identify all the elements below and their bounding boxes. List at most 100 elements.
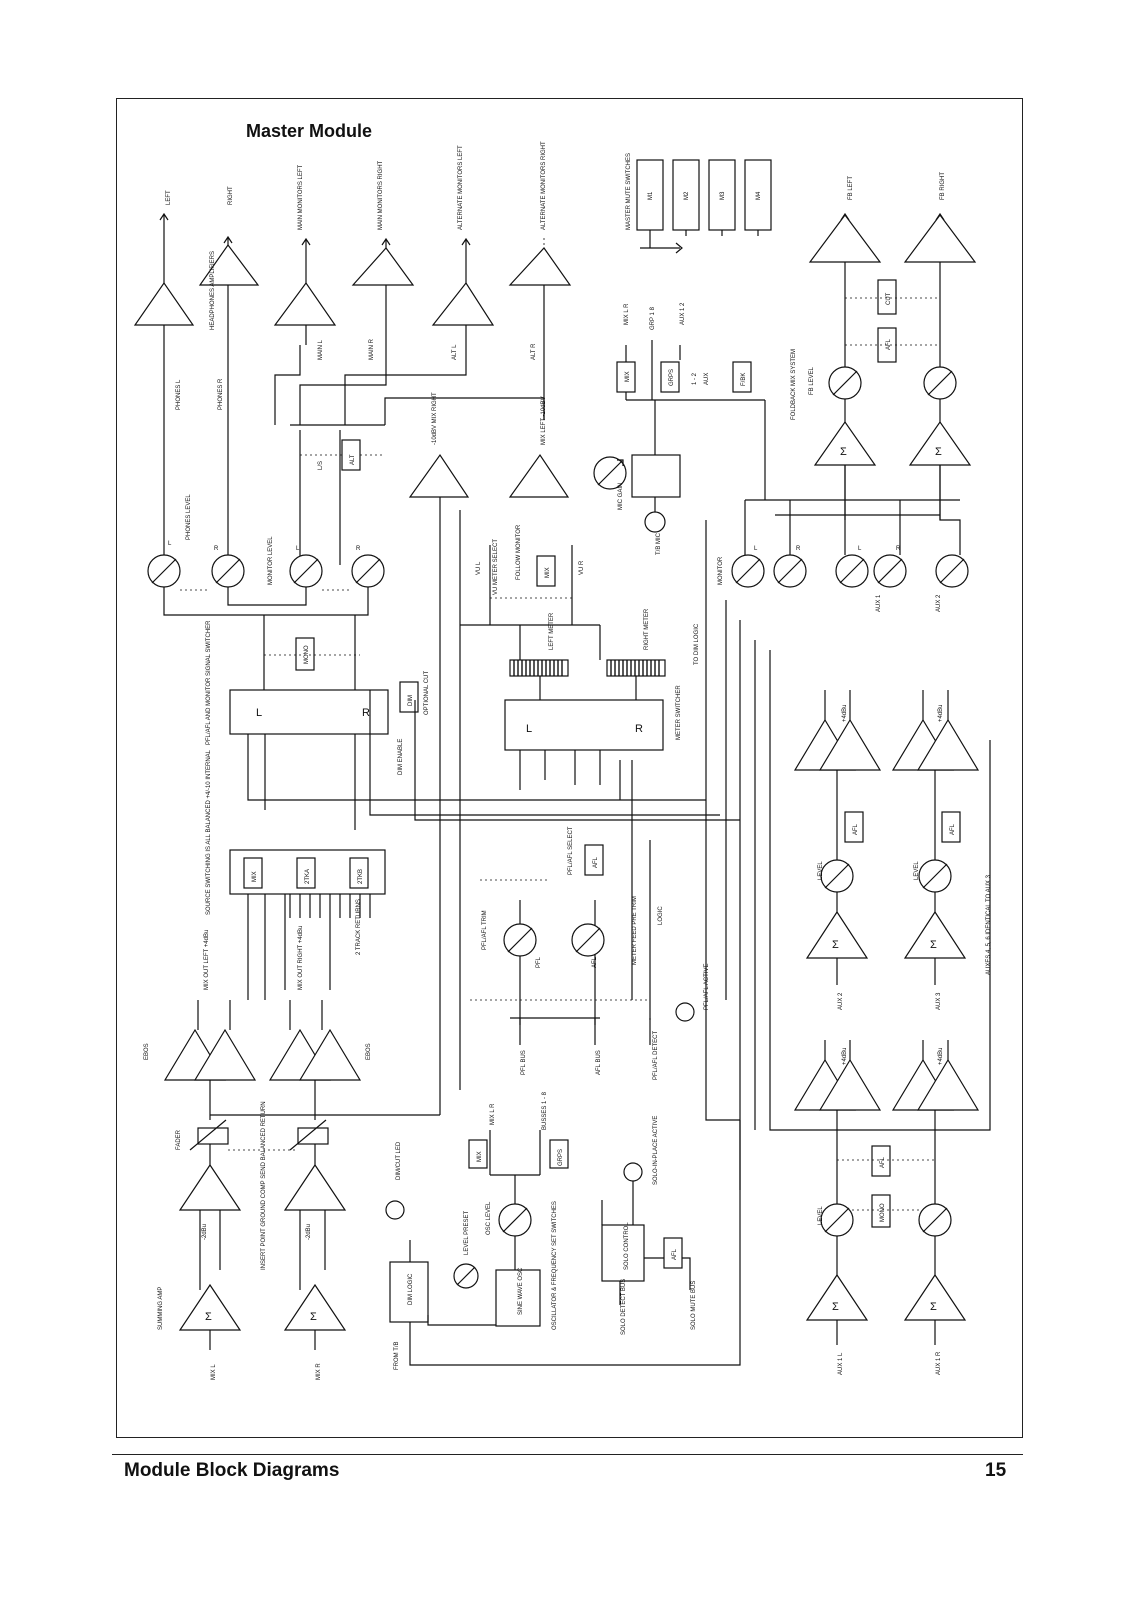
box-pfl-afl-monitor-switcher (229, 689, 389, 735)
diagram-line (705, 520, 991, 1190)
label-osc-level: OSC LEVEL (486, 1201, 492, 1235)
sum-fb-right (908, 420, 972, 466)
label-mono: MONO (304, 645, 310, 664)
label-pfl: PFL (536, 956, 542, 968)
diagram-line (163, 587, 369, 616)
label-dim-cut-led: DIM/CUT LED (396, 1141, 402, 1180)
diagram-line (735, 558, 965, 584)
label-main-monitors-right: MAIN MONITORS RIGHT (378, 160, 384, 230)
diagram-line (824, 1040, 949, 1204)
label-pfl-bus: PFL BUS (521, 1050, 527, 1075)
label-l: L (526, 723, 532, 735)
button-fb-cut (877, 279, 897, 315)
sum-aux1l (805, 1273, 869, 1321)
label-mix-right-10: -10dBV MIX RIGHT (432, 392, 438, 445)
label-pfl-afl-select: PFL/AFL SELECT (568, 826, 574, 875)
sum-aux3 (903, 910, 967, 959)
diagram-line (824, 863, 948, 889)
wire-main-left-out (301, 237, 311, 285)
master-mute-switch-group: M1 M2 M3 M4 (636, 159, 772, 254)
label-minus2dbu: -2dBu (202, 1224, 208, 1240)
diagram-line (649, 230, 759, 248)
mute-switch-m1 (636, 159, 664, 231)
label-sigma: Σ (205, 1311, 212, 1323)
label-afl: AFL (880, 1156, 886, 1168)
label-r: R (796, 546, 801, 552)
label-monitor: MONITOR (718, 556, 724, 585)
label-meter-feed-pre-trim: METER FEED PRE TRIM (632, 896, 638, 965)
page-number: 15 (985, 1460, 1007, 1481)
label-osc-freq-switches: OSCILLATOR & FREQUENCY SET SWITCHES (552, 1201, 558, 1330)
label-ebos: EBOS (366, 1043, 372, 1060)
label-pfl-afl-trim: PFL/AFL TRIM (482, 910, 488, 950)
talkback-preamp-box (631, 454, 681, 498)
label-alt-monitors-right: ALTERNATE MONITORS RIGHT (541, 141, 547, 230)
fader-right (297, 1127, 329, 1145)
diagram-line (460, 624, 601, 660)
label-two-track-returns: 2 TRACK RETURNS (356, 899, 362, 955)
summing-amp-left (178, 1283, 242, 1331)
label-aux-12: AUX 1 2 (680, 302, 686, 325)
label-solo-control: SOLO CONTROL (624, 1222, 630, 1270)
label-sigma: Σ (930, 939, 937, 951)
diagram-line (489, 1130, 541, 1205)
diagram-line (597, 459, 624, 486)
label-phones-level: PHONES LEVEL (186, 494, 192, 540)
label-mix-btn: MIX (545, 567, 551, 578)
label-level: LEVEL (914, 861, 920, 880)
label-ebos: EBOS (144, 1043, 150, 1060)
diagram-line (626, 399, 766, 460)
label-fb-level: FB LEVEL (809, 366, 815, 395)
label-cut: CUT (886, 292, 892, 305)
button-aux1-afl (871, 1145, 891, 1177)
mute-m2-label: M2 (684, 191, 690, 200)
diagram-line (510, 1017, 651, 1045)
diagram-line (513, 660, 660, 676)
button-source-2tka (296, 857, 316, 889)
button-dim (399, 681, 419, 713)
button-aux2-afl (844, 811, 864, 843)
label-aux-3-in: AUX 3 (936, 992, 942, 1010)
label-master-mute-switches: MASTER MUTE SWITCHES (626, 153, 632, 230)
label-phones-left: LEFT (166, 190, 172, 205)
fader-left (197, 1127, 229, 1145)
led-solo-in-place (623, 1162, 643, 1182)
label-pfl-afl-detect: PFL/AFL DETECT (653, 1031, 659, 1080)
label-afl: AFL (950, 823, 956, 835)
diagram-line (247, 497, 740, 1115)
diagram-line (409, 1120, 741, 1366)
diagram-line (539, 676, 637, 700)
diagram-line (836, 892, 936, 985)
label-mix-r-in: MIX R (316, 1363, 322, 1380)
diagram-line (519, 900, 596, 1025)
label-solo-in-place-active: SOLO-IN-PLACE ACTIVE (653, 1116, 659, 1185)
label-to-dim-logic: TO DIM LOGIC (694, 623, 700, 665)
label-dim: DIM (408, 695, 414, 706)
label-mono: MONO (880, 1203, 886, 1222)
label-foldback-mix-system: FOLDBACK MIX SYSTEM (791, 349, 797, 420)
box-sine-wave-osc (495, 1269, 541, 1327)
diagram-line (837, 1159, 935, 1211)
label-sine-wave-osc: SINE WAVE OSC (518, 1267, 524, 1315)
diagram-line (163, 285, 545, 565)
label-l: L (168, 541, 172, 547)
label-fader: FADER (176, 1129, 182, 1150)
label-afl: AFL (672, 1248, 678, 1260)
button-source-mix (243, 857, 263, 889)
label-level: LEVEL (818, 1206, 824, 1225)
mute-m4-label: M4 (756, 191, 762, 200)
diagram-line (840, 212, 945, 221)
label-aux-2: AUX 2 (936, 594, 942, 612)
label-minus2dbu: -2dBu (306, 1224, 312, 1240)
diagram-line (247, 894, 331, 1000)
button-aux1-mono (871, 1194, 891, 1228)
label-level-preset: LEVEL PRESET (464, 1211, 470, 1255)
led-dim-cut (385, 1200, 405, 1220)
label-sigma: Σ (310, 1311, 317, 1323)
button-aux3-afl (941, 811, 961, 843)
label-mix-btn: MIX (625, 371, 631, 382)
label-plus4dbu: +4dBu (938, 1047, 944, 1065)
insert-amp-left (178, 1163, 242, 1211)
label-auxes-note: AUXES 4, 5, 6 IDENTICAL TO AUX 3 (986, 874, 992, 975)
label-left-meter: LEFT METER (549, 612, 555, 650)
